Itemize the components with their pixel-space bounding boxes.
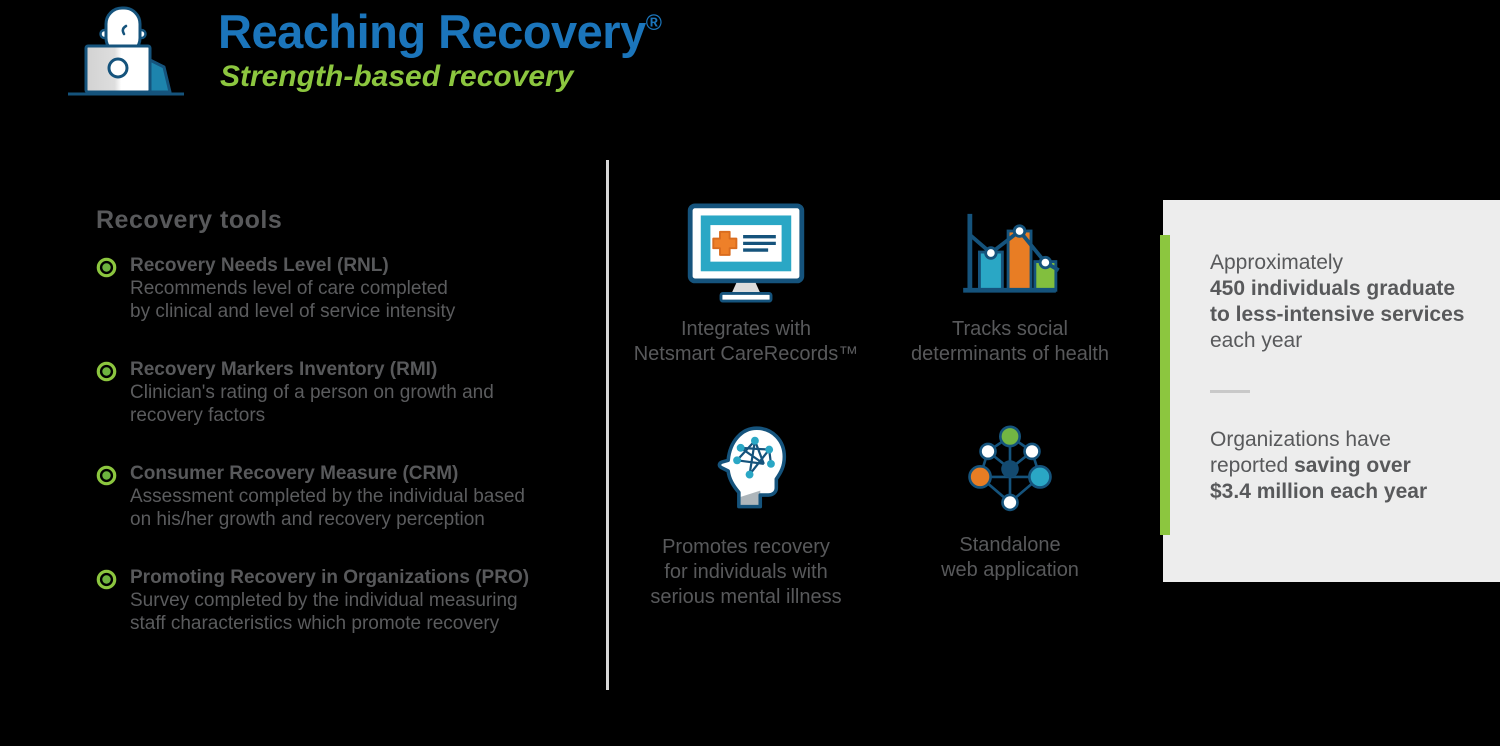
network-nodes-icon bbox=[966, 418, 1054, 520]
green-ring-bullet-icon bbox=[96, 361, 117, 427]
tools-list: Recovery Needs Level (RNL) Recommends le… bbox=[96, 254, 606, 670]
head-network-icon bbox=[705, 420, 787, 522]
list-item: Promoting Recovery in Organizations (PRO… bbox=[96, 566, 606, 635]
list-item: Consumer Recovery Measure (CRM) Assessme… bbox=[96, 462, 606, 531]
registered-mark: ® bbox=[645, 10, 662, 35]
person-at-laptop-icon bbox=[66, 4, 186, 105]
tool-description: Assessment completed by the individual b… bbox=[130, 486, 526, 530]
vertical-divider bbox=[606, 160, 609, 690]
tool-title: Recovery Needs Level (RNL) bbox=[130, 255, 389, 276]
tool-title: Promoting Recovery in Organizations (PRO… bbox=[130, 567, 530, 588]
green-ring-bullet-icon bbox=[96, 465, 117, 531]
green-ring-bullet-icon bbox=[96, 569, 117, 635]
brand-tagline: Strength-based recovery bbox=[220, 60, 574, 93]
list-item: Recovery Markers Inventory (RMI) Clinici… bbox=[96, 358, 606, 427]
list-item: Recovery Needs Level (RNL) Recommends le… bbox=[96, 254, 606, 323]
tool-description: Survey completed by the individual measu… bbox=[130, 590, 518, 634]
bar-chart-trend-icon bbox=[960, 202, 1060, 304]
tool-title: Consumer Recovery Measure (CRM) bbox=[130, 463, 459, 484]
monitor-ehr-icon bbox=[686, 202, 806, 304]
green-accent-bar bbox=[1160, 235, 1170, 535]
stat-divider bbox=[1210, 390, 1250, 393]
tools-heading: Recovery tools bbox=[96, 206, 283, 234]
tool-description: Clinician's rating of a person on growth… bbox=[130, 382, 494, 426]
page-title: Reaching Recovery® bbox=[218, 5, 662, 58]
green-ring-bullet-icon bbox=[96, 257, 117, 323]
tool-title: Recovery Markers Inventory (RMI) bbox=[130, 359, 438, 380]
